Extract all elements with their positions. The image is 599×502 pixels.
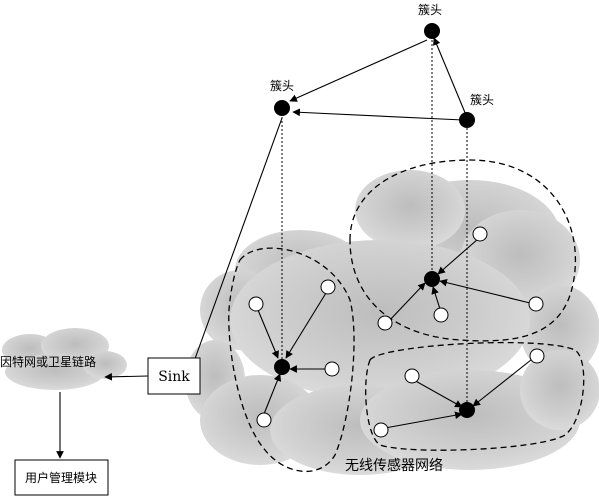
sink-label: Sink	[158, 369, 190, 385]
sink-box	[147, 357, 201, 395]
internet-cloud	[2, 328, 127, 390]
sensor-node	[528, 296, 544, 312]
local-head-node-top-right	[424, 271, 440, 287]
member-links	[257, 238, 537, 429]
sensor-node	[404, 368, 420, 384]
sensor-node	[248, 296, 264, 312]
cluster-left-boundary	[228, 247, 355, 472]
cluster-head-node-left	[274, 100, 290, 116]
sensor-node	[324, 361, 340, 377]
cluster-head-label-left: 簇头	[270, 78, 294, 93]
vertical-dotted-links	[281, 36, 468, 403]
cluster-top-right-boundary	[349, 159, 577, 342]
local-head-node-bottom-right	[459, 402, 475, 418]
cluster-head-label-top: 簇头	[418, 2, 442, 17]
sensor-node	[256, 412, 272, 428]
cluster-head-node-top	[424, 23, 440, 39]
wsn-label: 无线传感器网络	[345, 457, 443, 474]
sensor-node	[433, 307, 449, 323]
cluster-boundaries	[228, 159, 585, 472]
sensor-node	[472, 226, 488, 242]
cluster-head-label-right: 簇头	[470, 92, 494, 107]
head-links	[56, 37, 467, 459]
internet-label: 因特网或卫星链路	[0, 354, 96, 369]
cluster-bottom-right-boundary	[365, 341, 585, 451]
cluster-head-node-right	[459, 112, 475, 128]
sensor-node	[373, 422, 389, 438]
cluster-head-nodes	[274, 23, 475, 418]
user-module-label: 用户管理模块	[25, 470, 97, 485]
sensor-node	[377, 315, 393, 331]
sensor-node	[320, 279, 336, 295]
sensor-node	[529, 348, 545, 364]
member-nodes	[248, 226, 545, 438]
user-module-box	[14, 459, 109, 496]
local-head-node-left	[274, 359, 290, 375]
